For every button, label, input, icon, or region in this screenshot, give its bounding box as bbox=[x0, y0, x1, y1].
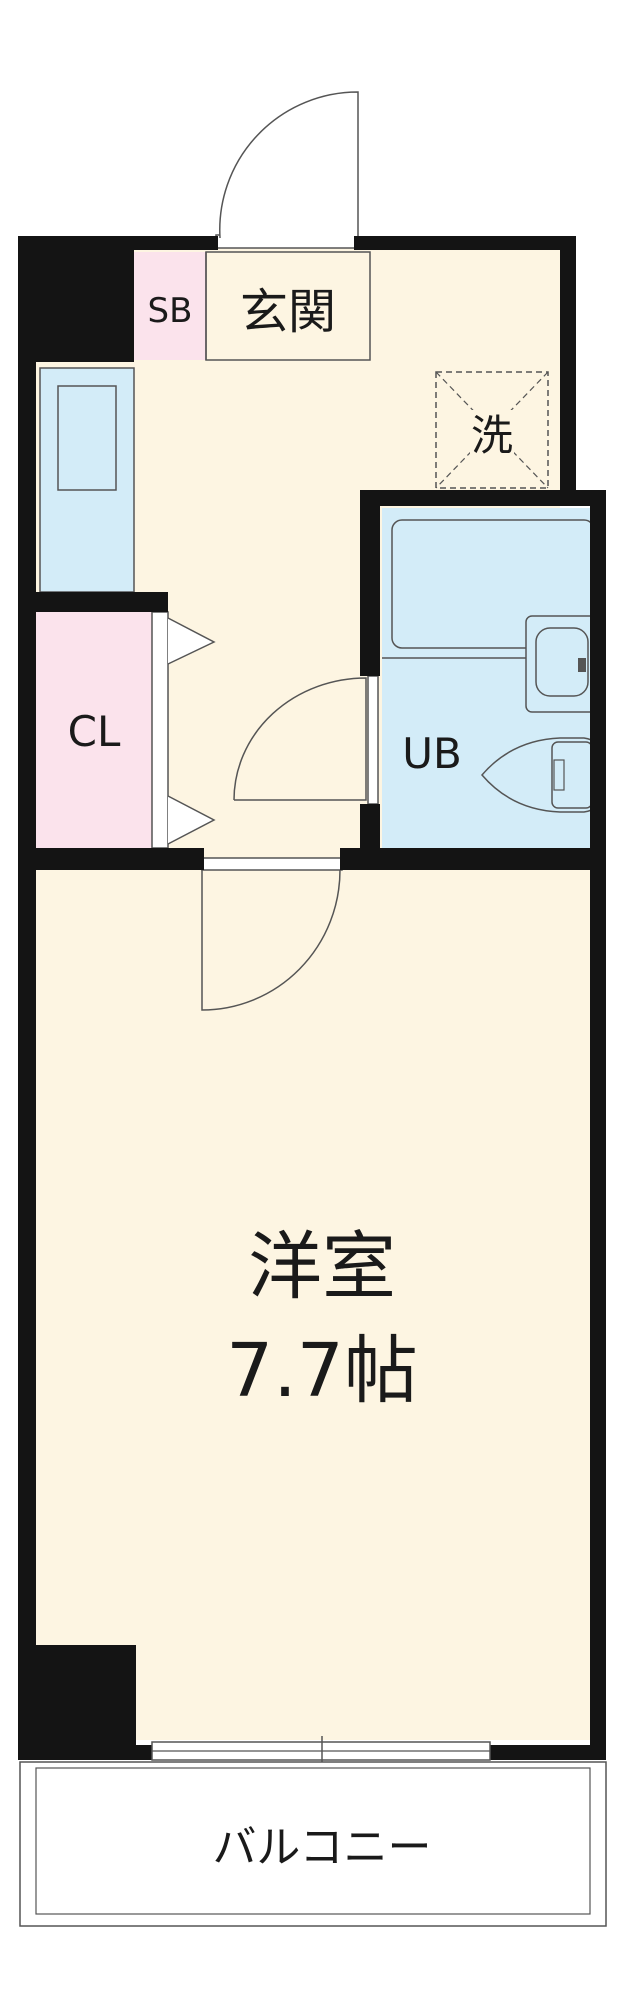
unit-bath-label: UB bbox=[402, 729, 462, 778]
interior-doors bbox=[201, 675, 379, 1011]
washer-space bbox=[435, 371, 549, 489]
washer-label: 洗 bbox=[471, 411, 513, 460]
shoe-box-label: SB bbox=[148, 291, 193, 331]
bath-door-frame bbox=[367, 675, 379, 805]
shoe-box-floor bbox=[134, 252, 206, 360]
balcony-window bbox=[151, 1736, 491, 1766]
main-room-name: 洋室 bbox=[248, 1224, 396, 1310]
main-room-floor bbox=[34, 868, 604, 1740]
entrance-label: 玄関 bbox=[240, 284, 336, 340]
balcony bbox=[19, 1761, 607, 1927]
unit-bath-fixtures bbox=[382, 519, 604, 813]
main-room-size: 7.7帖 bbox=[226, 1328, 418, 1414]
room-door-frame bbox=[201, 857, 343, 871]
entrance-area bbox=[205, 91, 371, 361]
closet-doors bbox=[151, 611, 216, 849]
kitchen-sink bbox=[57, 385, 117, 491]
entrance-step bbox=[205, 251, 371, 361]
balcony-label: バルコニー bbox=[212, 1822, 431, 1873]
closet-label: CL bbox=[68, 707, 121, 756]
bath-door-swing bbox=[233, 677, 367, 801]
room-door-swing bbox=[201, 869, 341, 1011]
closet-floor bbox=[36, 612, 152, 848]
entrance-door-swing bbox=[219, 91, 359, 239]
walls bbox=[18, 236, 606, 1760]
